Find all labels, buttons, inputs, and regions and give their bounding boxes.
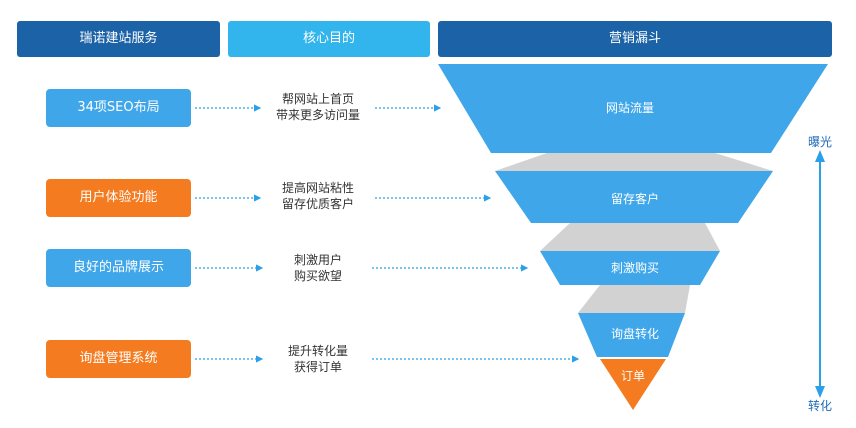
purpose-ux-line1: 提高网站粘性 [281,181,354,195]
funnel-label-retention: 留存客户 [610,192,659,206]
service-inquiry-box: 询盘管理系统 [46,340,191,378]
purpose-brand-line1: 刺激用户 [293,253,342,267]
purpose-ux-line2: 留存优质客户 [281,197,354,211]
funnel-connector-2 [540,223,720,251]
purpose-ux: 提高网站粘性 留存优质客户 [264,180,372,212]
purpose-inquiry: 提升转化量 获得订单 [264,343,372,375]
header-purpose: 核心目的 [228,21,430,57]
header-funnel: 营销漏斗 [438,21,832,57]
funnel-label-stimulate: 刺激购买 [610,261,659,275]
purpose-inquiry-line1: 提升转化量 [287,344,348,358]
axis-up-arrowhead [815,150,825,162]
funnel-label-inquiry: 询盘转化 [610,327,659,341]
axis-label-conversion: 转化 [808,399,833,413]
purpose-seo: 帮网站上首页 带来更多访问量 [264,91,372,123]
service-seo-box: 34项SEO布局 [46,89,191,127]
funnel-stage-retention [495,171,773,223]
funnel-connector-1 [495,153,773,171]
purpose-seo-line1: 帮网站上首页 [281,92,354,106]
purpose-inquiry-line2: 获得订单 [293,360,342,374]
header-service: 瑞诺建站服务 [17,21,220,57]
funnel-connector-3 [578,285,690,313]
service-ux-box: 用户体验功能 [46,179,191,217]
funnel-label-order: 订单 [620,369,645,383]
service-brand-box: 良好的品牌展示 [46,249,191,287]
purpose-brand-line2: 购买欲望 [293,269,342,283]
funnel-stage-inquiry [578,313,685,357]
funnel-label-traffic: 网站流量 [605,101,654,115]
funnel-stage-order [600,359,666,410]
funnel-stage-stimulate [540,251,720,285]
axis-down-arrowhead [815,386,825,398]
axis-label-exposure: 曝光 [808,135,833,149]
purpose-seo-line2: 带来更多访问量 [275,108,360,122]
funnel-stage-traffic [438,64,828,153]
purpose-brand: 刺激用户 购买欲望 [264,252,372,284]
